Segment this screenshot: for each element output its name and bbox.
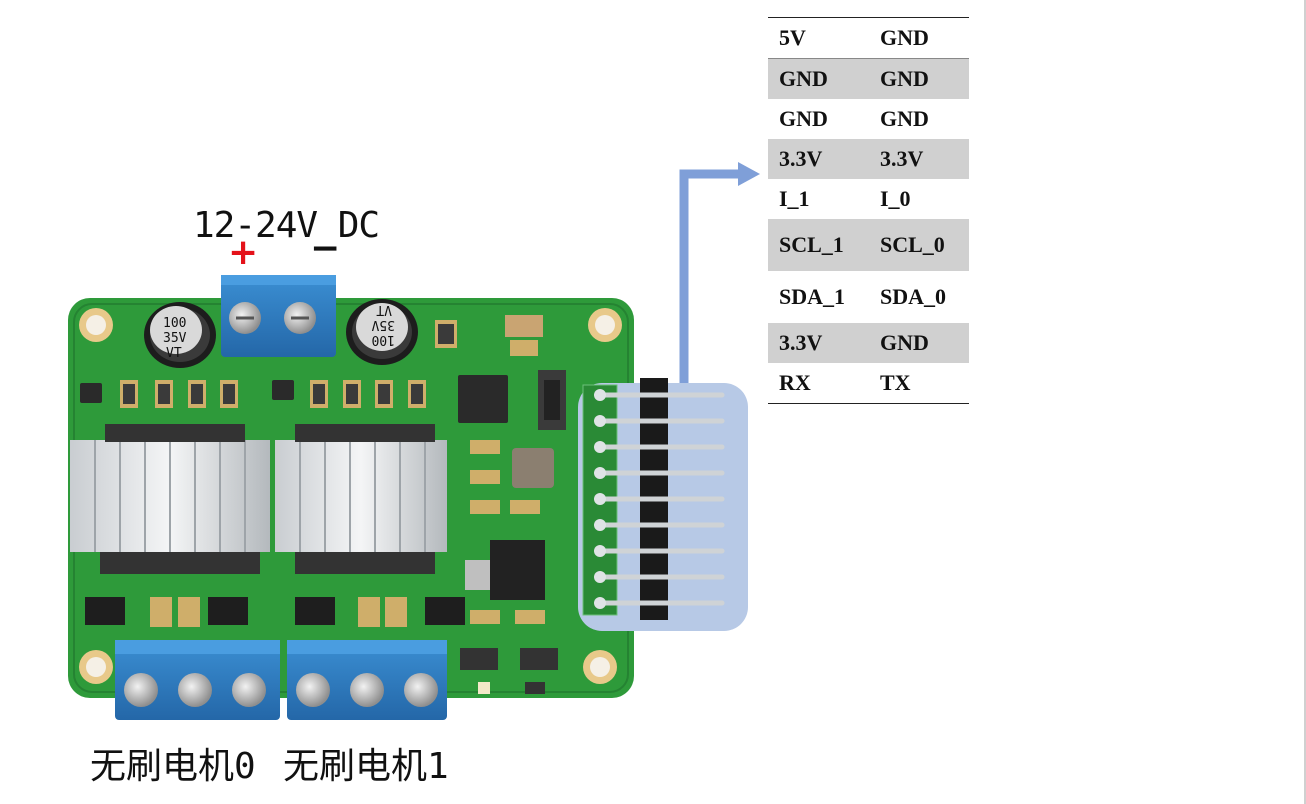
pin-row: GND GND — [768, 58, 969, 99]
driver-ics — [85, 597, 558, 694]
motor-1-label: 无刷电机1 — [283, 746, 449, 787]
heatsink-right — [275, 424, 447, 552]
pin-left: GND — [768, 58, 869, 99]
pin-row: 3.3V GND — [768, 323, 969, 363]
pin-right: GND — [869, 17, 969, 59]
motor-terminal-1 — [287, 640, 447, 720]
positive-terminal-mark: + — [228, 232, 259, 273]
pin-right: GND — [880, 106, 929, 131]
pin-left: 5V — [768, 17, 869, 59]
pin-row: 3.3V 3.3V — [768, 139, 969, 179]
power-input-label: 12-24V DC — [193, 205, 380, 246]
pin-assignment-table: 5V GND GND GND GND GND 3.3V 3.3V I_1 I_0… — [768, 17, 969, 404]
mounting-holes — [79, 308, 622, 684]
svg-text:35V: 35V — [371, 317, 395, 332]
callout-arrow — [679, 162, 760, 383]
pin-left: RX — [779, 370, 811, 395]
pin-right: I_0 — [880, 186, 911, 211]
capacitor-right: 100 35V VT — [346, 299, 418, 365]
smd-parts-upper — [80, 315, 566, 430]
pin-row: 5V GND — [768, 17, 969, 59]
pin-left: I_1 — [779, 186, 810, 211]
dc-input-terminal — [221, 275, 336, 357]
svg-text:VT: VT — [166, 346, 182, 361]
pin-right: GND — [869, 58, 969, 99]
pin-left: GND — [779, 106, 828, 131]
page-right-border — [1304, 0, 1306, 804]
pin-right: GND — [869, 323, 969, 363]
svg-text:VT: VT — [376, 302, 392, 317]
capacitor-left: 100 35V VT — [144, 302, 216, 368]
pin-row: GND GND — [768, 99, 969, 139]
svg-text:100: 100 — [372, 332, 395, 347]
pin-right: 3.3V — [869, 139, 969, 179]
pin-right: SCL_0 — [869, 219, 969, 271]
smd-parts-right — [465, 440, 554, 624]
heatsink-left — [70, 424, 270, 552]
pin-left: 3.3V — [768, 139, 869, 179]
pin-header — [582, 378, 725, 620]
pin-left: SDA_1 — [779, 284, 846, 309]
motor-terminal-0 — [115, 640, 280, 720]
pin-right: SDA_0 — [880, 284, 947, 309]
pin-right: TX — [880, 370, 911, 395]
pin-left: SCL_1 — [768, 219, 869, 271]
negative-terminal-mark: − — [310, 228, 341, 269]
pin-row: SDA_1 SDA_0 — [768, 271, 969, 323]
svg-text:100: 100 — [163, 316, 186, 331]
pin-row: SCL_1 SCL_0 — [768, 219, 969, 271]
svg-text:35V: 35V — [163, 331, 187, 346]
pin-left: 3.3V — [768, 323, 869, 363]
motor-0-label: 无刷电机0 — [90, 746, 256, 787]
pin-row: I_1 I_0 — [768, 179, 969, 219]
pin-row: RX TX — [768, 363, 969, 404]
